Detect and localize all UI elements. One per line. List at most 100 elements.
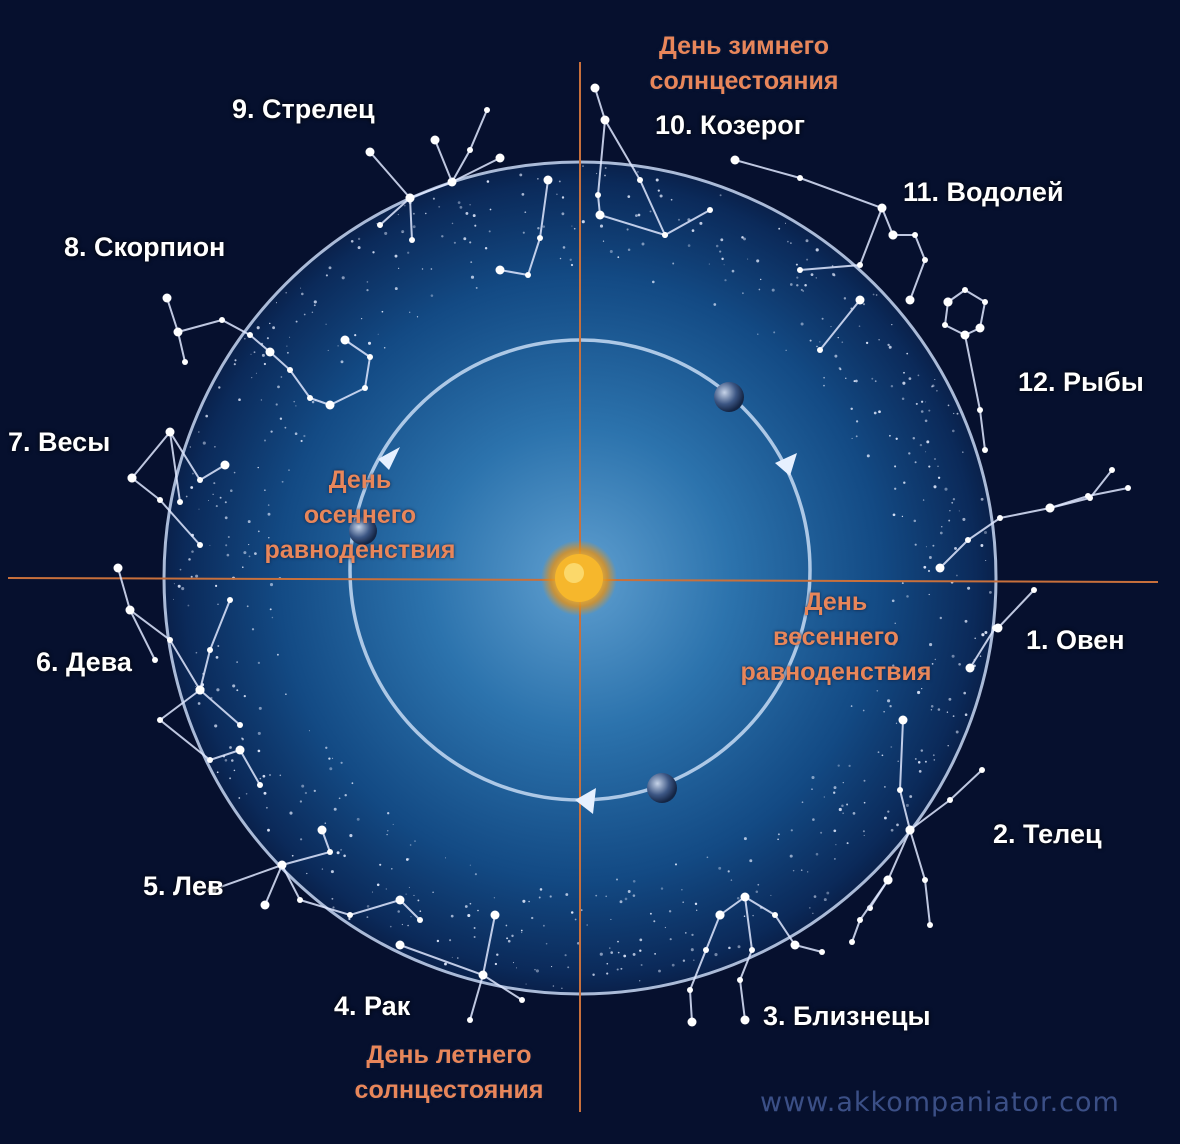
star [251,376,253,379]
star [609,947,611,949]
star [789,854,793,858]
star [195,574,199,578]
star [671,963,675,967]
star [197,702,201,705]
star [670,198,673,201]
aries-figure [935,467,1131,673]
star [551,966,553,968]
star [521,931,523,934]
star [596,172,598,175]
star [901,582,904,585]
label-capricorn: 10. Козерог [655,110,805,140]
star [325,323,327,326]
star [421,268,424,270]
star [257,749,261,753]
earth-autumn-position [349,517,377,545]
star [488,230,491,233]
star [889,705,892,708]
star [263,791,267,795]
watermark: www.akkompaniator.com [760,1087,1120,1118]
constellation-line [819,299,861,351]
star [913,519,917,523]
constellation-star [449,179,455,185]
star [877,751,880,754]
star [331,757,334,759]
star [894,666,898,670]
constellation-star [257,782,263,788]
autumn-equinox-label: День осеннего равноденствия [232,463,488,568]
star [962,451,964,453]
star [188,558,191,561]
star [366,281,369,283]
winter-solstice-line-1: День зимнего [658,32,830,60]
star [674,863,678,866]
star [238,398,241,402]
constellation-star [265,347,275,357]
star [928,409,931,412]
constellation-star [207,757,213,763]
star [366,916,369,919]
star [919,443,923,447]
star [366,905,370,908]
star [842,812,844,814]
star [242,566,244,568]
star [979,655,982,657]
star [331,897,334,900]
constellation-star [519,997,525,1003]
star [892,513,896,517]
star [595,894,598,897]
star [948,697,952,701]
star [525,983,527,985]
star [285,291,288,294]
star [244,338,246,340]
constellation-star [525,272,531,278]
constellation-star [327,849,333,855]
star [894,465,897,468]
star [682,959,686,962]
autumn-equinox-line-3: равноденствия [264,536,456,564]
earth-winter-position [714,382,744,412]
star [889,434,891,437]
star [241,737,243,739]
constellation-line [997,589,1035,629]
star [668,910,672,913]
star [604,167,607,169]
star [236,689,239,692]
star [464,905,468,908]
star [927,667,930,670]
constellation-star [125,605,135,615]
star [812,818,815,821]
star [286,351,289,354]
star [720,238,724,242]
star [672,262,675,265]
star [385,888,387,890]
star [265,806,268,809]
star [846,842,849,845]
star [436,939,440,943]
constellation-star [162,293,172,303]
star [932,544,935,547]
scorpio-figure [162,293,373,410]
constellation-star [127,473,137,483]
star [841,804,844,808]
star [276,653,279,656]
star [562,246,566,249]
star [923,565,927,569]
star [340,761,343,764]
constellation-line [909,829,931,926]
star [301,292,304,296]
star [173,598,174,600]
constellation-line [939,487,1129,569]
star [792,869,795,872]
capricorn-figure [590,83,713,238]
star [855,420,859,423]
star [855,379,858,383]
summer-solstice-line-1: День летнего [366,1041,532,1069]
star [833,786,837,790]
star [949,510,951,512]
star [958,510,960,512]
star [835,844,837,846]
star [381,310,384,313]
star [984,631,988,634]
